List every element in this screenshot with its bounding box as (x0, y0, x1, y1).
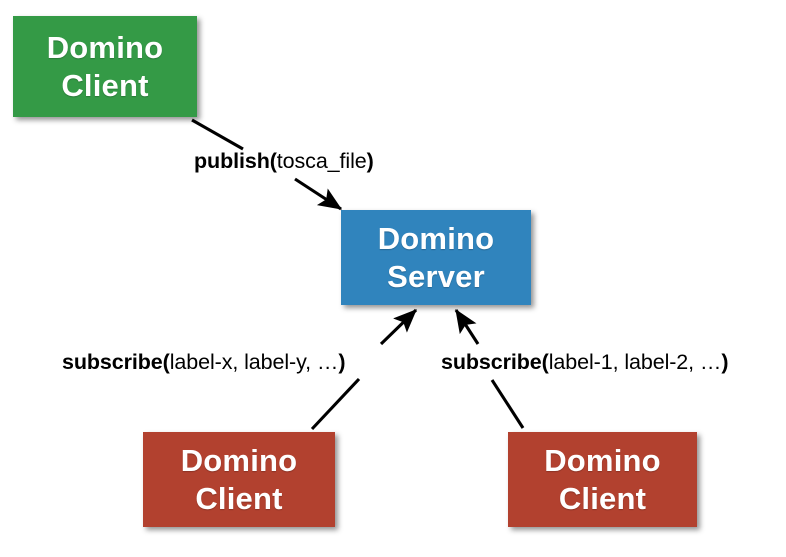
edge-label-subscribe-left-call: subscribe( (62, 350, 170, 374)
node-label-line2: Client (558, 480, 647, 516)
edge-publish-segment-upper (191, 118, 244, 151)
node-label-line2: Client (195, 480, 283, 516)
edge-subscribe-left-segment-upper (379, 308, 418, 346)
edge-label-subscribe-left-close: ) (338, 350, 346, 374)
node-label-line1: Domino (544, 442, 661, 478)
edge-label-subscribe-left: subscribe(label-x, label-y, …) (62, 350, 345, 375)
node-label-line2: Client (61, 67, 149, 103)
edge-label-subscribe-right-args: label-1, label-2, … (548, 350, 722, 374)
node-domino-client-top[interactable]: Domino Client (13, 16, 197, 117)
node-label-line1: Domino (180, 442, 298, 478)
edge-label-subscribe-right: subscribe(label-1, label-2, …) (441, 350, 728, 375)
node-domino-client-right[interactable]: Domino Client (508, 432, 697, 527)
edge-label-publish-call: publish( (194, 149, 277, 173)
edge-label-subscribe-right-close: ) (721, 350, 729, 374)
edge-publish-segment-lower (294, 177, 343, 211)
node-label-line1: Domino (46, 29, 164, 65)
edge-label-subscribe-right-call: subscribe( (441, 350, 549, 374)
edge-label-publish-args: tosca_file (276, 149, 367, 173)
edge-label-publish-close: ) (366, 149, 374, 173)
node-label-line1: Domino (377, 220, 495, 256)
edge-label-subscribe-left-args: label-x, label-y, … (169, 350, 339, 374)
node-label-line2: Server (387, 258, 485, 294)
edge-subscribe-right-segment-upper (454, 308, 480, 345)
edge-label-publish: publish(tosca_file) (194, 149, 374, 174)
edge-subscribe-left-segment-lower (310, 377, 361, 431)
node-domino-client-left[interactable]: Domino Client (143, 432, 335, 527)
edge-subscribe-right-segment-lower (490, 379, 525, 429)
node-domino-server[interactable]: Domino Server (341, 210, 531, 305)
